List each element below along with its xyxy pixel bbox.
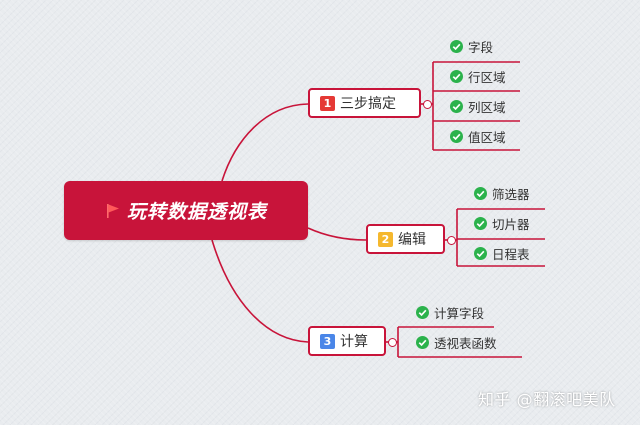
leaf-label: 日程表 [492,246,530,262]
collapse-toggle-icon[interactable] [447,236,456,245]
leaf-item[interactable]: 日程表 [472,243,530,263]
collapse-toggle-icon[interactable] [423,100,432,109]
link-root-branch-3 [211,239,309,343]
leaf-item[interactable]: 列区域 [448,96,506,116]
branch-label: 编辑 [398,232,426,248]
check-icon [450,39,463,53]
check-icon [416,305,429,319]
leaf-item[interactable]: 切片器 [472,213,530,233]
leaf-label: 透视表函数 [434,335,497,351]
branch-label: 三步搞定 [340,96,396,112]
check-icon [450,99,463,113]
branch-node-2[interactable]: 2 编辑 [366,224,445,254]
leaf-label: 行区域 [468,69,506,85]
leaf-label: 筛选器 [492,186,530,202]
check-icon [416,335,429,349]
check-icon [474,246,487,260]
leaf-label: 切片器 [492,216,530,232]
branch-node-3[interactable]: 3 计算 [308,326,386,356]
leaf-item[interactable]: 行区域 [448,66,506,86]
leaf-item[interactable]: 筛选器 [472,183,530,203]
collapse-toggle-icon[interactable] [388,338,397,347]
leaf-label: 值区域 [468,129,506,145]
flag-icon [106,203,119,218]
leaf-item[interactable]: 值区域 [448,126,506,146]
leaf-label: 列区域 [468,99,506,115]
branch-label: 计算 [340,334,368,350]
check-icon [474,216,487,230]
link-root-branch-2 [307,227,367,241]
leaf-label: 计算字段 [434,305,485,321]
branch-node-1[interactable]: 1 三步搞定 [308,88,421,118]
check-icon [450,69,463,83]
priority-1-badge: 1 [320,95,335,111]
leaf-item[interactable]: 透视表函数 [414,332,497,352]
leaf-item[interactable]: 计算字段 [414,302,484,322]
link-root-branch-1 [221,103,309,182]
priority-3-badge: 3 [320,333,335,349]
check-icon [474,186,487,200]
root-node[interactable]: 玩转数据透视表 [64,181,308,240]
watermark: 知乎 @翻滚吧美队 [478,390,616,409]
leaf-label: 字段 [468,39,494,55]
leaf-item[interactable]: 字段 [448,36,493,56]
priority-2-badge: 2 [378,231,393,247]
root-title: 玩转数据透视表 [126,201,267,223]
check-icon [450,129,463,143]
